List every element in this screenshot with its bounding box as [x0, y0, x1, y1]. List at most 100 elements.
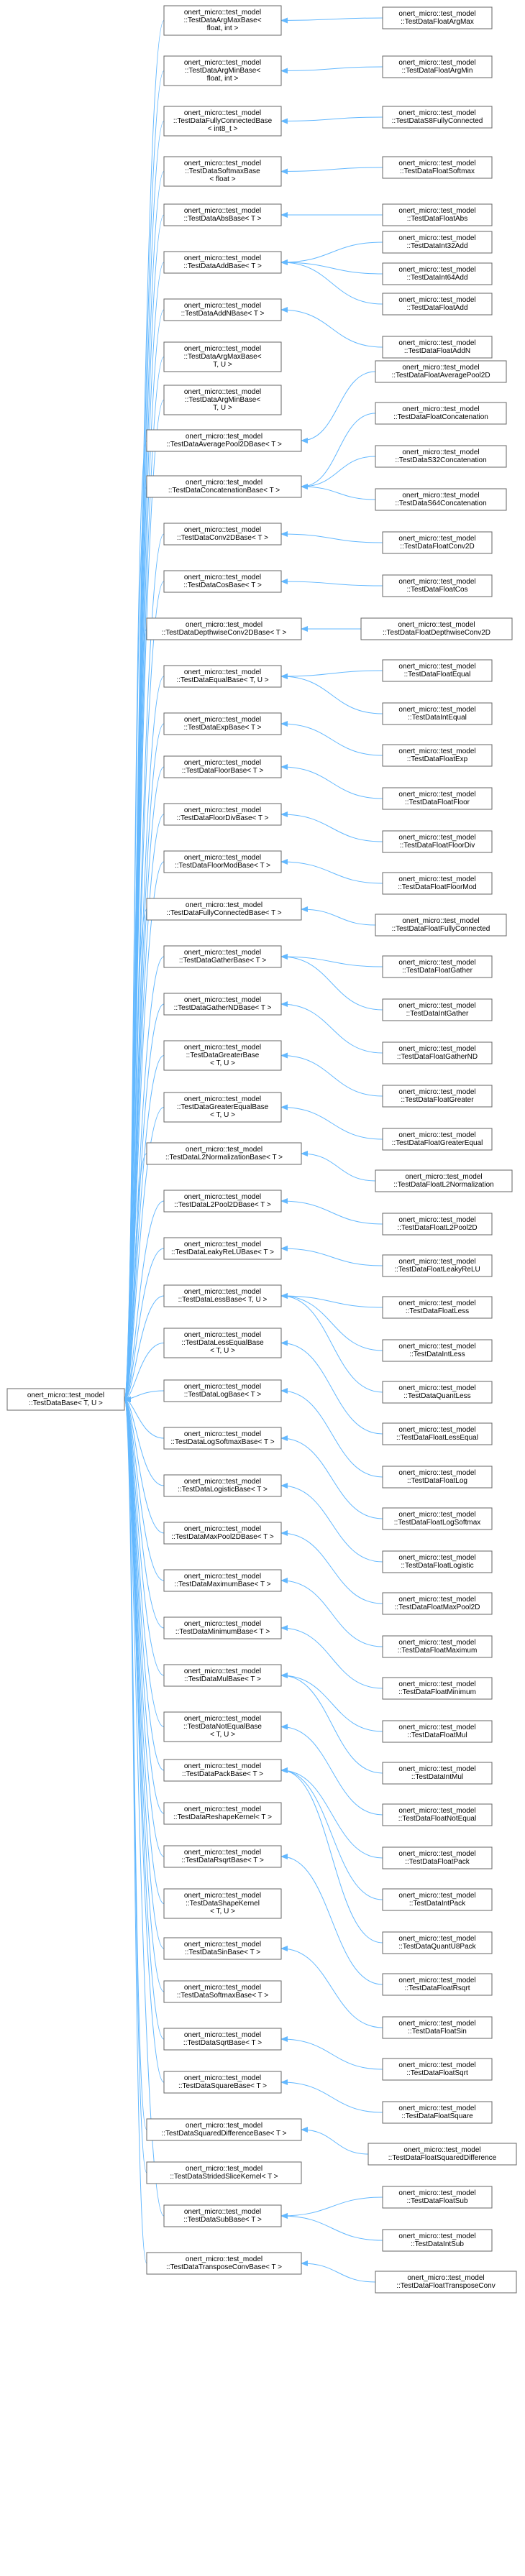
derived-node-intmul[interactable]: onert_micro::test_model::TestDataIntMul	[382, 1762, 493, 1785]
derived-node-fmaxpool[interactable]: onert_micro::test_model::TestDataFloatMa…	[382, 1592, 493, 1615]
derived-node-quantu8pack[interactable]: onert_micro::test_model::TestDataQuantU8…	[382, 1931, 493, 1954]
base-node-maximum[interactable]: onert_micro::test_model::TestDataMaximum…	[163, 1569, 282, 1592]
base-node-add[interactable]: onert_micro::test_model::TestDataAddBase…	[163, 251, 282, 274]
derived-node-intequal[interactable]: onert_micro::test_model::TestDataIntEqua…	[382, 702, 493, 725]
base-node-equal[interactable]: onert_micro::test_model::TestDataEqualBa…	[163, 665, 282, 688]
base-node-fcint[interactable]: onert_micro::test_model::TestDataFullyCo…	[163, 106, 282, 137]
derived-node-s8fc[interactable]: onert_micro::test_model::TestDataS8Fully…	[382, 106, 493, 129]
derived-node-fcos[interactable]: onert_micro::test_model::TestDataFloatCo…	[382, 574, 493, 597]
base-node-greatereq[interactable]: onert_micro::test_model::TestDataGreater…	[163, 1092, 282, 1123]
root-node-root[interactable]: onert_micro::test_model::TestDataBase< T…	[6, 1388, 125, 1411]
derived-node-fgathernd[interactable]: onert_micro::test_model::TestDataFloatGa…	[382, 1041, 493, 1064]
base-node-argmax[interactable]: onert_micro::test_model::TestDataArgMaxB…	[163, 5, 282, 36]
derived-node-ffloordiv[interactable]: onert_micro::test_model::TestDataFloatFl…	[382, 830, 493, 853]
base-node-maxpool[interactable]: onert_micro::test_model::TestDataMaxPool…	[163, 1522, 282, 1545]
derived-node-fl2pool[interactable]: onert_micro::test_model::TestDataFloatL2…	[382, 1213, 493, 1236]
base-node-sqdiff[interactable]: onert_micro::test_model::TestDataSquared…	[146, 2118, 302, 2141]
base-node-l2pool[interactable]: onert_micro::test_model::TestDataL2Pool2…	[163, 1190, 282, 1213]
derived-node-fpack[interactable]: onert_micro::test_model::TestDataFloatPa…	[382, 1846, 493, 1869]
base-node-logistic[interactable]: onert_micro::test_model::TestDataLogisti…	[163, 1474, 282, 1497]
derived-node-fsqrt[interactable]: onert_micro::test_model::TestDataFloatSq…	[382, 2058, 493, 2081]
base-node-stridedslice[interactable]: onert_micro::test_model::TestDataStrided…	[146, 2161, 302, 2184]
base-node-gather[interactable]: onert_micro::test_model::TestDataGatherB…	[163, 945, 282, 968]
base-node-exp[interactable]: onert_micro::test_model::TestDataExpBase…	[163, 712, 282, 735]
base-node-greater[interactable]: onert_micro::test_model::TestDataGreater…	[163, 1040, 282, 1071]
derived-node-fless[interactable]: onert_micro::test_model::TestDataFloatLe…	[382, 1296, 493, 1319]
base-node-avgpool[interactable]: onert_micro::test_model::TestDataAverage…	[146, 429, 302, 452]
derived-node-argmin[interactable]: onert_micro::test_model::TestDataFloatAr…	[382, 55, 493, 78]
base-node-floordiv[interactable]: onert_micro::test_model::TestDataFloorDi…	[163, 803, 282, 826]
base-node-addn[interactable]: onert_micro::test_model::TestDataAddNBas…	[163, 298, 282, 321]
base-node-sin[interactable]: onert_micro::test_model::TestDataSinBase…	[163, 1937, 282, 1960]
base-node-fc[interactable]: onert_micro::test_model::TestDataFullyCo…	[146, 898, 302, 921]
base-node-gathernd[interactable]: onert_micro::test_model::TestDataGatherN…	[163, 993, 282, 1016]
derived-node-fdwconv[interactable]: onert_micro::test_model::TestDataFloatDe…	[360, 617, 513, 640]
base-node-concat[interactable]: onert_micro::test_model::TestDataConcate…	[146, 475, 302, 498]
derived-node-fequal[interactable]: onert_micro::test_model::TestDataFloatEq…	[382, 659, 493, 682]
derived-node-fsquare[interactable]: onert_micro::test_model::TestDataFloatSq…	[382, 2101, 493, 2124]
base-node-sub[interactable]: onert_micro::test_model::TestDataSubBase…	[163, 2204, 282, 2227]
base-node-argmin[interactable]: onert_micro::test_model::TestDataArgMinB…	[163, 55, 282, 86]
base-node-l2norm[interactable]: onert_micro::test_model::TestDataL2Norma…	[146, 1142, 302, 1165]
derived-node-fsoftmax[interactable]: onert_micro::test_model::TestDataFloatSo…	[382, 156, 493, 179]
derived-node-fexp[interactable]: onert_micro::test_model::TestDataFloatEx…	[382, 744, 493, 767]
derived-node-fadd[interactable]: onert_micro::test_model::TestDataFloatAd…	[382, 293, 493, 316]
derived-node-ftransconv[interactable]: onert_micro::test_model::TestDataFloatTr…	[375, 2271, 517, 2294]
base-node-dwconv[interactable]: onert_micro::test_model::TestDataDepthwi…	[146, 617, 302, 640]
derived-node-quantless[interactable]: onert_micro::test_model::TestDataQuantLe…	[382, 1381, 493, 1404]
base-node-log[interactable]: onert_micro::test_model::TestDataLogBase…	[163, 1379, 282, 1402]
derived-node-ffloor[interactable]: onert_micro::test_model::TestDataFloatFl…	[382, 787, 493, 810]
derived-node-fconv2d[interactable]: onert_micro::test_model::TestDataFloatCo…	[382, 531, 493, 554]
base-node-transconv[interactable]: onert_micro::test_model::TestDataTranspo…	[146, 2252, 302, 2275]
base-node-argmaxg[interactable]: onert_micro::test_model::TestDataArgMaxB…	[163, 341, 282, 372]
base-node-conv2d[interactable]: onert_micro::test_model::TestDataConv2DB…	[163, 523, 282, 546]
derived-node-fgreatereq[interactable]: onert_micro::test_model::TestDataFloatGr…	[382, 1128, 493, 1151]
base-node-softmax[interactable]: onert_micro::test_model::TestDataSoftmax…	[163, 1980, 282, 2003]
derived-node-ffc[interactable]: onert_micro::test_model::TestDataFloatFu…	[375, 914, 507, 937]
derived-node-s64concat[interactable]: onert_micro::test_model::TestDataS64Conc…	[375, 488, 507, 511]
base-node-shape[interactable]: onert_micro::test_model::TestDataShapeKe…	[163, 1888, 282, 1919]
base-node-reshape[interactable]: onert_micro::test_model::TestDataReshape…	[163, 1802, 282, 1825]
derived-node-flogistic[interactable]: onert_micro::test_model::TestDataFloatLo…	[382, 1550, 493, 1573]
derived-node-flesseq[interactable]: onert_micro::test_model::TestDataFloatLe…	[382, 1422, 493, 1445]
derived-node-int64add[interactable]: onert_micro::test_model::TestDataInt64Ad…	[382, 262, 493, 285]
derived-node-flog[interactable]: onert_micro::test_model::TestDataFloatLo…	[382, 1466, 493, 1489]
base-node-lesseq[interactable]: onert_micro::test_model::TestDataLessEqu…	[163, 1328, 282, 1358]
derived-node-fsin[interactable]: onert_micro::test_model::TestDataFloatSi…	[382, 2016, 493, 2039]
base-node-argming[interactable]: onert_micro::test_model::TestDataArgMinB…	[163, 385, 282, 415]
derived-node-fsub[interactable]: onert_micro::test_model::TestDataFloatSu…	[382, 2186, 493, 2209]
base-node-notequal[interactable]: onert_micro::test_model::TestDataNotEqua…	[163, 1711, 282, 1742]
derived-node-intsub[interactable]: onert_micro::test_model::TestDataIntSub	[382, 2229, 493, 2252]
base-node-cos[interactable]: onert_micro::test_model::TestDataCosBase…	[163, 570, 282, 593]
derived-node-fsqdiff[interactable]: onert_micro::test_model::TestDataFloatSq…	[368, 2143, 517, 2166]
base-node-floor[interactable]: onert_micro::test_model::TestDataFloorBa…	[163, 755, 282, 778]
base-node-sqrt[interactable]: onert_micro::test_model::TestDataSqrtBas…	[163, 2028, 282, 2051]
derived-node-argmax[interactable]: onert_micro::test_model::TestDataFloatAr…	[382, 6, 493, 29]
derived-node-frsqrt[interactable]: onert_micro::test_model::TestDataFloatRs…	[382, 1973, 493, 1996]
derived-node-intless[interactable]: onert_micro::test_model::TestDataIntLess	[382, 1339, 493, 1362]
base-node-rsqrt[interactable]: onert_micro::test_model::TestDataRsqrtBa…	[163, 1845, 282, 1868]
base-node-leakyrelu[interactable]: onert_micro::test_model::TestDataLeakyRe…	[163, 1237, 282, 1260]
derived-node-favgpool[interactable]: onert_micro::test_model::TestDataFloatAv…	[375, 360, 507, 383]
derived-node-flogsoftmax[interactable]: onert_micro::test_model::TestDataFloatLo…	[382, 1507, 493, 1530]
derived-node-fl2norm[interactable]: onert_micro::test_model::TestDataFloatL2…	[375, 1169, 513, 1192]
derived-node-fmaximum[interactable]: onert_micro::test_model::TestDataFloatMa…	[382, 1635, 493, 1658]
derived-node-intpack[interactable]: onert_micro::test_model::TestDataIntPack	[382, 1888, 493, 1911]
derived-node-fnotequal[interactable]: onert_micro::test_model::TestDataFloatNo…	[382, 1803, 493, 1826]
base-node-minimum[interactable]: onert_micro::test_model::TestDataMinimum…	[163, 1616, 282, 1639]
base-node-less[interactable]: onert_micro::test_model::TestDataLessBas…	[163, 1284, 282, 1307]
derived-node-faddn[interactable]: onert_micro::test_model::TestDataFloatAd…	[382, 336, 493, 359]
base-node-floormod[interactable]: onert_micro::test_model::TestDataFloorMo…	[163, 850, 282, 873]
base-node-square[interactable]: onert_micro::test_model::TestDataSquareB…	[163, 2071, 282, 2094]
derived-node-s32concat[interactable]: onert_micro::test_model::TestDataS32Conc…	[375, 445, 507, 468]
derived-node-fminimum[interactable]: onert_micro::test_model::TestDataFloatMi…	[382, 1677, 493, 1700]
derived-node-fgreater[interactable]: onert_micro::test_model::TestDataFloatGr…	[382, 1085, 493, 1108]
derived-node-fleakyrelu[interactable]: onert_micro::test_model::TestDataFloatLe…	[382, 1254, 493, 1277]
derived-node-intgather[interactable]: onert_micro::test_model::TestDataIntGath…	[382, 998, 493, 1021]
base-node-logsoftmax[interactable]: onert_micro::test_model::TestDataLogSoft…	[163, 1427, 282, 1450]
derived-node-fconcat[interactable]: onert_micro::test_model::TestDataFloatCo…	[375, 402, 507, 425]
base-node-pack[interactable]: onert_micro::test_model::TestDataPackBas…	[163, 1759, 282, 1782]
base-node-smfloat[interactable]: onert_micro::test_model::TestDataSoftmax…	[163, 156, 282, 187]
derived-node-int32add[interactable]: onert_micro::test_model::TestDataInt32Ad…	[382, 231, 493, 254]
base-node-abs[interactable]: onert_micro::test_model::TestDataAbsBase…	[163, 203, 282, 226]
